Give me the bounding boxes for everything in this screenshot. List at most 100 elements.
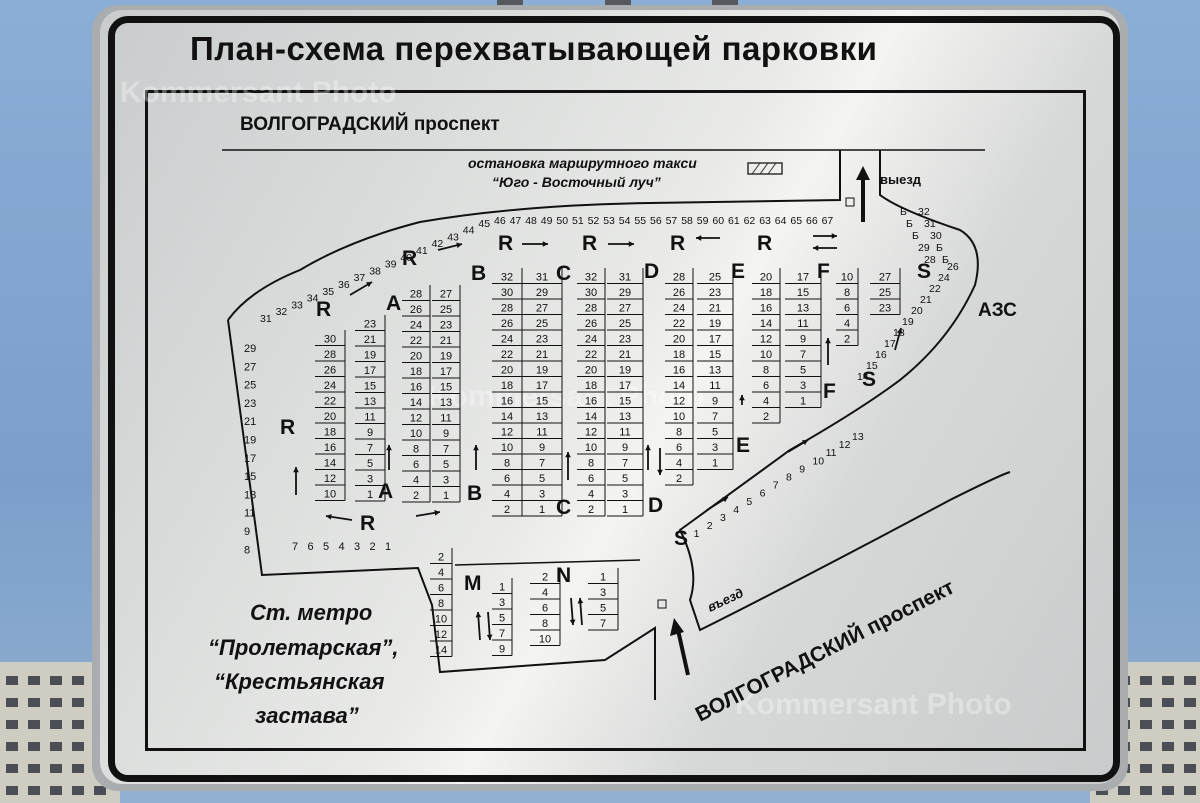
parking-space-number: 17 <box>244 453 256 465</box>
parking-space-number: 8 <box>438 598 444 610</box>
sign-title: План-схема перехватывающей парковки <box>190 30 878 67</box>
parking-space-number: 18 <box>760 287 772 299</box>
arrow-head-icon <box>739 395 745 401</box>
parking-space-number: 10 <box>812 455 824 467</box>
parking-space-number: 13 <box>244 489 256 501</box>
parking-space-number: 51 <box>572 215 584 227</box>
map-frame <box>145 90 1086 751</box>
parking-space-number: 55 <box>634 215 646 227</box>
parking-space-number: 25 <box>879 287 891 299</box>
parking-space-number: 30 <box>930 230 942 242</box>
entry-arrow-icon <box>676 629 690 676</box>
parking-space-number: 23 <box>879 303 891 315</box>
lot-outline <box>227 150 1011 632</box>
parking-space-number: 12 <box>839 439 851 451</box>
building-window <box>6 742 18 751</box>
zone-letter-r: R <box>360 512 375 535</box>
parking-space-number: 54 <box>619 215 631 227</box>
parking-space-number: 32 <box>585 272 597 284</box>
parking-space-number: 32 <box>276 306 288 318</box>
parking-space-number: 18 <box>501 380 513 392</box>
parking-space-number: 15 <box>244 471 256 483</box>
arrow-head-icon <box>475 612 482 618</box>
parking-space-number: 34 <box>307 293 319 305</box>
parking-space-number: 20 <box>760 272 772 284</box>
building-window <box>72 764 84 773</box>
arrow-head-icon <box>896 328 903 334</box>
parking-space-number: 19 <box>902 316 914 328</box>
zone-letter-r: R <box>316 298 331 321</box>
parking-space-number: 7 <box>292 541 298 553</box>
parking-space-number: 56 <box>650 215 662 227</box>
parking-space-number: 67 <box>822 215 834 227</box>
parking-space-number: 12 <box>410 413 422 425</box>
parking-space-number: 3 <box>720 512 726 524</box>
metro-line-3: “Крестьянская <box>214 669 384 694</box>
taxi-stop-icon <box>747 162 783 175</box>
parking-space-number: 16 <box>585 396 597 408</box>
parking-space-number: 15 <box>709 349 721 361</box>
parking-space-number: 25 <box>244 380 256 392</box>
arrow-head-icon <box>802 440 808 446</box>
parking-space-number: 3 <box>539 489 545 501</box>
parking-space-number: 23 <box>440 320 452 332</box>
zone-letter-d: D <box>644 260 659 283</box>
parking-space-number: 38 <box>369 265 381 277</box>
zone-letter-c: C <box>556 262 571 285</box>
parking-space-number: 16 <box>673 365 685 377</box>
building-window <box>50 742 62 751</box>
building-window <box>6 698 18 707</box>
watermark: Kommersant Photo <box>428 380 705 413</box>
parking-space-number: 5 <box>367 458 373 470</box>
parking-space-number: 26 <box>410 304 422 316</box>
parking-space-number: 49 <box>541 215 553 227</box>
parking-space-number: 17 <box>364 365 376 377</box>
arrow-head-icon <box>569 619 576 625</box>
parking-space-number: 5 <box>800 365 806 377</box>
building-window <box>6 720 18 729</box>
parking-space-number: 20 <box>585 365 597 377</box>
parking-space-number: 7 <box>367 443 373 455</box>
parking-space-number: 44 <box>463 225 475 237</box>
arrow-head-icon <box>696 235 702 241</box>
parking-space-number: 64 <box>775 215 787 227</box>
parking-space-number: 22 <box>929 283 941 295</box>
parking-space-number: 19 <box>440 351 452 363</box>
parking-space-number: 1 <box>622 504 628 516</box>
parking-space-number: 10 <box>324 489 336 501</box>
parking-space-number: 23 <box>536 334 548 346</box>
building-window <box>1184 676 1196 685</box>
zone-letter-b: B <box>467 482 482 505</box>
parking-space-number: 22 <box>410 335 422 347</box>
building-window <box>28 764 40 773</box>
building-window <box>1140 698 1152 707</box>
arrow-head-icon <box>577 598 584 604</box>
parking-space-number: 23 <box>364 319 376 331</box>
parking-space-number: 5 <box>622 473 628 485</box>
parking-space-number: 5 <box>539 473 545 485</box>
parking-space-number: 21 <box>709 303 721 315</box>
zone-letter-r: R <box>498 232 513 255</box>
building-window <box>1118 786 1130 795</box>
zone-letter-f: F <box>817 260 830 283</box>
parking-space-number: 17 <box>709 334 721 346</box>
building-window <box>50 764 62 773</box>
parking-space-number: 15 <box>619 396 631 408</box>
parking-space-number: 36 <box>338 279 350 291</box>
parking-space-number: Б <box>936 242 943 254</box>
arrow-head-icon <box>473 445 479 451</box>
parking-space-number: 20 <box>911 305 923 317</box>
parking-space-number: 24 <box>501 334 513 346</box>
parking-space-number: 21 <box>364 334 376 346</box>
parking-space-number: 17 <box>536 380 548 392</box>
parking-space-number: 20 <box>673 334 685 346</box>
zone-letter-b: B <box>471 262 486 285</box>
parking-space-number: 4 <box>733 504 739 516</box>
parking-space-number: 16 <box>324 442 336 454</box>
parking-space-number: 8 <box>542 618 548 630</box>
parking-space-number: 31 <box>924 218 936 230</box>
parking-space-number: 31 <box>619 272 631 284</box>
parking-space-number: 22 <box>673 318 685 330</box>
zone-letter-f: F <box>823 380 836 403</box>
zone-letter-m: M <box>464 572 482 595</box>
